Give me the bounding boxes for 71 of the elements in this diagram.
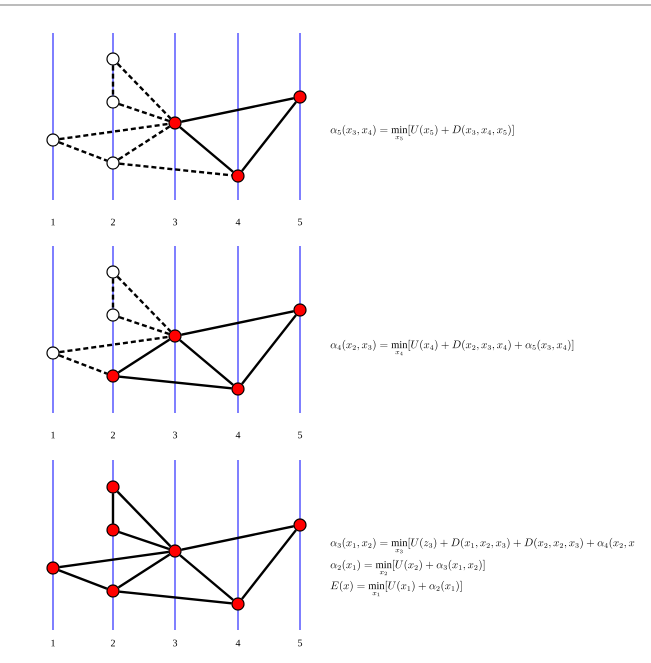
axis-number: 2 xyxy=(110,640,115,646)
connector-line xyxy=(179,339,234,386)
filled-circle xyxy=(231,597,245,611)
filled-circle xyxy=(293,90,307,104)
filled-circle xyxy=(106,523,120,537)
axis-number: 5 xyxy=(298,432,302,438)
open-circle xyxy=(106,156,120,170)
axis-number: 1 xyxy=(51,218,55,226)
connector-line xyxy=(118,102,170,122)
axis-number: 5 xyxy=(298,640,302,646)
filled-circle xyxy=(168,544,182,558)
connector-line xyxy=(241,529,297,600)
connector-line xyxy=(59,122,169,140)
open-circle xyxy=(106,265,120,279)
axis-number: 4 xyxy=(236,218,240,226)
formula: $\alpha_2(x_1)=\min\limits_{x_2}[U(x_2)+\alpha_3(x_1,x_2)]$ xyxy=(330,560,484,576)
filled-circle xyxy=(106,480,120,494)
axis-number: 1 xyxy=(51,640,55,646)
filled-circle xyxy=(231,382,245,396)
open-circle xyxy=(46,346,60,360)
axis-number: 1 xyxy=(51,432,55,438)
open-circle xyxy=(46,133,60,147)
connector-line xyxy=(112,494,114,524)
filled-circle xyxy=(293,303,307,317)
open-circle xyxy=(106,52,120,66)
filled-circle xyxy=(106,584,120,598)
axis-number: 4 xyxy=(236,640,240,646)
connector-line xyxy=(179,554,234,601)
connector-line xyxy=(241,314,297,385)
connector-line xyxy=(119,162,232,176)
connector-line xyxy=(59,336,169,354)
filled-circle xyxy=(231,169,245,183)
filled-circle xyxy=(168,329,182,343)
filled-circle xyxy=(106,369,120,383)
filled-circle xyxy=(293,518,307,532)
connector-line xyxy=(116,490,172,548)
axis-number: 2 xyxy=(110,432,115,438)
connector-line xyxy=(116,62,172,120)
open-circle xyxy=(106,95,120,109)
formula: $\alpha_3(x_1,x_2)=\min\limits_{x_3}[U(z_3)+D(x_1,x_2,x_3)+D(x_2,x_2,x_3)+\alpha_4(x_2,x$ xyxy=(330,538,634,554)
connector-line xyxy=(118,554,170,588)
axis-number: 5 xyxy=(298,218,302,226)
connector-line xyxy=(118,338,170,374)
connector-line xyxy=(241,101,297,172)
connector-line xyxy=(58,354,108,375)
connector-line xyxy=(181,525,294,551)
axis-number: 3 xyxy=(173,640,178,646)
filled-circle xyxy=(168,116,182,130)
filled-circle xyxy=(46,561,60,575)
connector-line xyxy=(118,126,170,160)
axis-number: 2 xyxy=(110,218,115,226)
connector-line xyxy=(181,97,294,123)
connector-line xyxy=(112,278,114,308)
axis-number: 3 xyxy=(173,218,178,226)
connector-line xyxy=(58,141,108,162)
formula: $\alpha_5(x_3,x_4)=\min\limits_{x_5}[U(x_5)+D(x_3,x_4,x_5)]$ xyxy=(330,124,514,140)
connector-line xyxy=(59,550,169,568)
connector-line xyxy=(179,126,234,173)
connector-line xyxy=(116,276,172,332)
formula: $\alpha_4(x_2,x_3)=\min\limits_{x_4}[U(x_4)+D(x_2,x_3,x_4)+\alpha_5(x_3,x_4)]$ xyxy=(330,340,574,356)
connector-line xyxy=(119,590,232,605)
connector-line xyxy=(119,376,232,390)
connector-line xyxy=(58,569,108,590)
open-circle xyxy=(106,308,120,322)
connector-line xyxy=(181,310,294,336)
connector-line xyxy=(112,66,114,96)
connector-line xyxy=(118,530,170,550)
axis-number: 4 xyxy=(236,432,240,438)
formula: $E(x)=\min\limits_{x_1}[U(x_1)+\alpha_2(x_1)]$ xyxy=(330,580,462,596)
axis-number: 3 xyxy=(173,432,178,438)
connector-line xyxy=(118,316,170,336)
